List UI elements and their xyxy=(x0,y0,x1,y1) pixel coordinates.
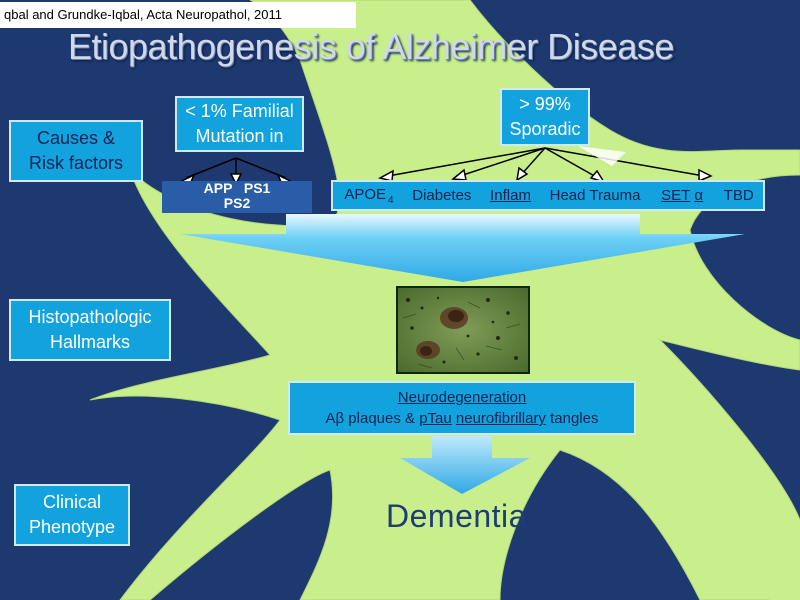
label-histopathologic-hallmarks: Histopathologic Hallmarks xyxy=(9,299,171,361)
risk-inflam: Inflam xyxy=(490,187,531,204)
histology-micrograph xyxy=(396,286,530,374)
familial-line2: Mutation in xyxy=(195,126,284,146)
familial-genes-box: APP PS1 PS2 xyxy=(162,181,312,213)
sporadic-line2: Sporadic xyxy=(509,119,581,139)
genes-line1: APP PS1 xyxy=(203,180,271,196)
risk-diabetes: Diabetes xyxy=(412,187,472,204)
alpha-symbol: α xyxy=(694,187,704,204)
neurodegeneration-box: Neurodegeneration Aβ plaques & pTau neur… xyxy=(288,381,636,435)
label-causes-risk-factors: Causes & Risk factors xyxy=(9,120,143,182)
familial-box: < 1% Familial Mutation in xyxy=(175,96,304,152)
neuro-ptau: pTau xyxy=(419,410,452,427)
neuro-tangles: tangles xyxy=(545,410,599,427)
apoe-label: APOE xyxy=(344,185,387,203)
label-histo-line2: Hallmarks xyxy=(49,332,130,352)
label-clinical-phenotype: Clinical Phenotype xyxy=(14,484,130,546)
citation-bar: qbal and Grundke-Iqbal, Acta Neuropathol… xyxy=(0,2,356,28)
sporadic-pointer-arrows xyxy=(377,147,713,184)
arrow-to-histopathology xyxy=(180,214,745,282)
highlight-wedge xyxy=(578,146,626,166)
neuro-nft: neurofibrillary xyxy=(455,410,546,427)
sporadic-box: > 99% Sporadic xyxy=(500,88,590,146)
familial-line1: < 1% Familial xyxy=(185,101,294,121)
genes-line2: PS2 xyxy=(223,195,251,211)
label-clinical-line2: Phenotype xyxy=(28,517,116,537)
neuro-plaques: Aβ plaques & xyxy=(325,410,420,427)
neuro-line2: Aβ plaques & pTau neurofibrillary tangle… xyxy=(290,408,634,429)
outcome-dementia: Dementia xyxy=(386,498,527,534)
sporadic-line1: > 99% xyxy=(519,94,571,114)
arrow-to-dementia xyxy=(400,436,530,494)
neuro-line1: Neurodegeneration xyxy=(397,389,527,406)
label-histo-line1: Histopathologic xyxy=(28,307,152,327)
apoe-subscript: 4 xyxy=(388,194,394,206)
page-title: Etiopathogenesis of Alzheimer Disease xyxy=(68,26,674,67)
label-causes-line1: Causes & xyxy=(36,128,116,148)
micrograph-image xyxy=(398,288,528,372)
label-causes-line2: Risk factors xyxy=(28,153,124,173)
risk-tbd: TBD xyxy=(723,187,754,204)
set-label: SET xyxy=(661,187,691,204)
neuron-process-right xyxy=(770,520,800,600)
risk-head-trauma: Head Trauma xyxy=(549,187,641,204)
label-clinical-line1: Clinical xyxy=(42,492,102,512)
